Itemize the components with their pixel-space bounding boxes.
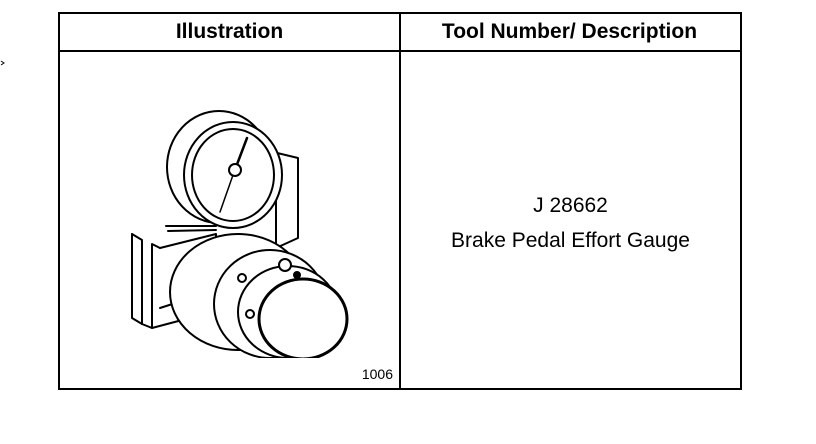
header-tool-number-description: Tool Number/ Description xyxy=(399,14,740,52)
description-cell: J 28662 Brake Pedal Effort Gauge xyxy=(401,52,740,388)
column-divider xyxy=(399,14,401,388)
figure-number: 1006 xyxy=(361,366,393,382)
tool-table: Illustration Tool Number/ Description xyxy=(58,12,742,390)
tool-number: J 28662 xyxy=(533,194,608,217)
stray-mark xyxy=(0,60,5,66)
header-illustration: Illustration xyxy=(60,14,399,52)
brake-pedal-effort-gauge-icon xyxy=(131,110,349,358)
tool-description: Brake Pedal Effort Gauge xyxy=(451,229,690,252)
illustration-cell: 1006 xyxy=(60,52,399,388)
